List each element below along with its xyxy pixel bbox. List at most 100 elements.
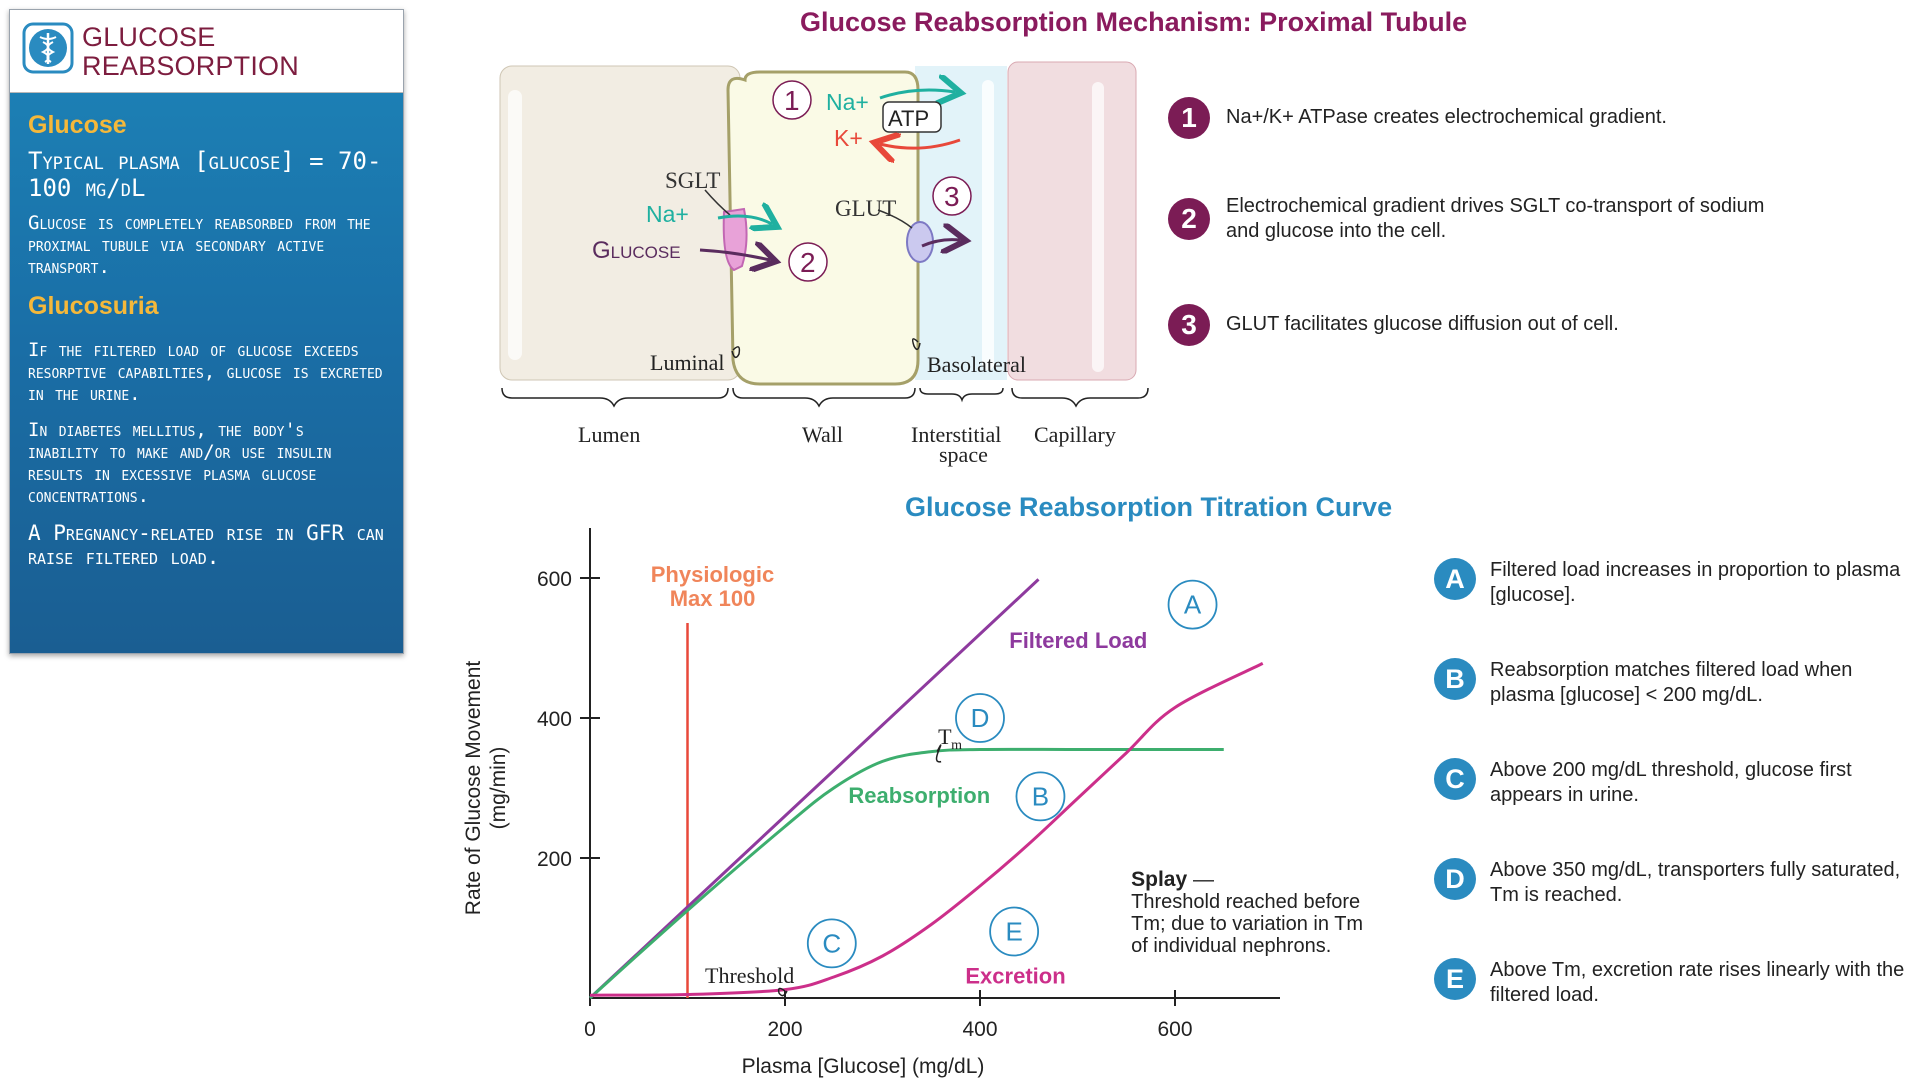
region-capillary: Capillary [1034,422,1116,447]
physiologic-max-label-2: Max 100 [670,586,756,611]
card-body: Glucose Typical plasma [glucose] = 70-10… [10,93,403,653]
glucose-text: Glucose is completely reabsorbed from th… [28,212,371,278]
marker-2: 2 [788,242,828,282]
card-title-line2: REABSORPTION [82,51,299,81]
svg-text:1: 1 [784,85,800,116]
curve-title: Glucose Reabsorption Titration Curve [905,492,1393,522]
curve-legend-a: A Filtered load increases in proportion … [1434,558,1920,628]
glucosuria-text-1: If the filtered load of glucose exceeds … [28,339,383,405]
glucosuria-text-3: A Pregnancy-related rise in GFR can rais… [28,521,384,569]
card-title-line1: GLUCOSE [82,22,216,52]
x-tick-label: 0 [584,1018,596,1041]
circle-c-letter: C [822,928,841,958]
glut-label: GLUT [835,196,896,221]
tm-label-t: T [938,724,952,749]
legend-text: Above 350 mg/dL, transporters fully satu… [1490,859,1901,906]
circle-d-ring [955,693,1005,743]
legend-text: Above 200 mg/dL threshold, glucose first… [1490,759,1852,806]
step-text: Electrochemical gradient drives SGLT co-… [1226,195,1765,242]
legend-text: Filtered load increases in proportion to… [1490,559,1901,606]
threshold-marker [777,987,788,997]
mechanism-step-2: 2 Electrochemical gradient drives SGLT c… [1168,195,1768,258]
tm-label-m: m [951,738,962,753]
region-lumen: Lumen [578,422,640,447]
glucosuria-text-2: In diabetes mellitus, the body's inabili… [28,419,332,507]
circle-e-letter: E [1005,917,1022,947]
legend-letter: B [1434,658,1476,700]
splay-line-1: Threshold reached before [1131,891,1360,913]
chart-series [588,578,1264,1000]
card-title: GLUCOSE REABSORPTION [82,23,382,81]
y-axis-label-line2: (mg/min) [487,747,510,830]
filtered-load-label: Filtered Load [1009,628,1147,653]
mechanism-step-3: 3 GLUT facilitates glucose diffusion out… [1168,304,1768,364]
y-tick-label: 400 [537,708,572,731]
marker-3: 3 [932,176,972,216]
marker-1: 1 [772,80,812,120]
na-sglt-label: Na+ [646,201,689,227]
y-tick-label: 200 [537,848,572,871]
luminal-label: Luminal [650,350,725,375]
region-braces [501,387,1149,408]
legend-letter: D [1434,858,1476,900]
caduceus-logo-icon [22,22,74,74]
legend-letter: E [1434,958,1476,1000]
svg-text:3: 3 [944,181,960,212]
step-number: 2 [1168,198,1210,240]
splay-line-2: Tm; due to variation in Tm [1131,913,1363,935]
x-tick-label: 600 [1157,1018,1192,1041]
glucose-range: Typical plasma [glucose] = 70-100 mg/dL [28,147,382,202]
physiologic-max-label-1: Physiologic [651,562,774,587]
circle-e: E [989,906,1040,957]
x-axis-label: Plasma [Glucose] (mg/dL) [742,1055,985,1078]
splay-dash: — [1187,868,1214,891]
splay-bold: Splay [1131,868,1187,891]
y-axis-label-line1: Rate of Glucose Movement [462,661,485,916]
atp-label: ATP [888,106,929,131]
basolateral-label: Basolateral [927,352,1026,377]
legend-text: Above Tm, excretion rate rises linearly … [1490,959,1905,1006]
tm-marker [935,744,942,763]
mechanism-diagram: Na+ ATP K+ SGLT Na+ Glucose GLUT 1 2 3 L… [499,61,1149,467]
curve-legend-e: E Above Tm, excretion rate rises linearl… [1434,958,1920,1028]
info-card: GLUCOSE REABSORPTION Glucose Typical pla… [9,9,404,654]
capillary-region [1007,61,1137,381]
lumen-region [499,65,741,381]
legend-letter: A [1434,558,1476,600]
sglt-transporter [722,207,748,272]
splay-line-3: of individual nephrons. [1131,935,1331,957]
mechanism-title: Glucose Reabsorption Mechanism: Proximal… [800,7,1468,37]
curve-legend-b: B Reabsorption matches filtered load whe… [1434,658,1920,728]
curve-legend-c: C Above 200 mg/dL threshold, glucose fir… [1434,758,1920,828]
mechanism-step-1: 1 Na+/K+ ATPase creates electrochemical … [1168,97,1768,157]
x-tick-label: 200 [767,1018,802,1041]
svg-text:2: 2 [800,247,816,278]
circle-a-ring [1167,579,1218,630]
circle-a-letter: A [1184,590,1202,620]
y-tick-label: 600 [537,568,572,591]
filtered-load-line [588,578,1040,1000]
region-interstitial-1: Interstitial [911,422,1001,447]
splay-title: Splay — [1131,868,1214,891]
atp-box [882,101,942,133]
circle-b-letter: B [1032,781,1049,811]
legend-text: Reabsorption matches filtered load when … [1490,659,1853,706]
reabsorption-label: Reabsorption [848,783,990,808]
step-text: GLUT facilitates glucose diffusion out o… [1226,313,1619,335]
region-wall: Wall [802,422,843,447]
step-text: Na+/K+ ATPase creates electrochemical gr… [1226,106,1667,128]
glucosuria-heading: Glucosuria [28,292,159,320]
step-number: 1 [1168,97,1210,139]
glucose-heading: Glucose [28,111,127,139]
circle-d: D [955,693,1005,743]
circle-e-ring [989,906,1040,957]
region-interstitial-2: space [939,442,988,467]
card-header: GLUCOSE REABSORPTION [10,10,403,93]
circle-b: B [1015,771,1066,822]
circle-c: C [806,918,857,969]
reabsorption-line [588,747,1224,1000]
excretion-line [589,662,1264,997]
